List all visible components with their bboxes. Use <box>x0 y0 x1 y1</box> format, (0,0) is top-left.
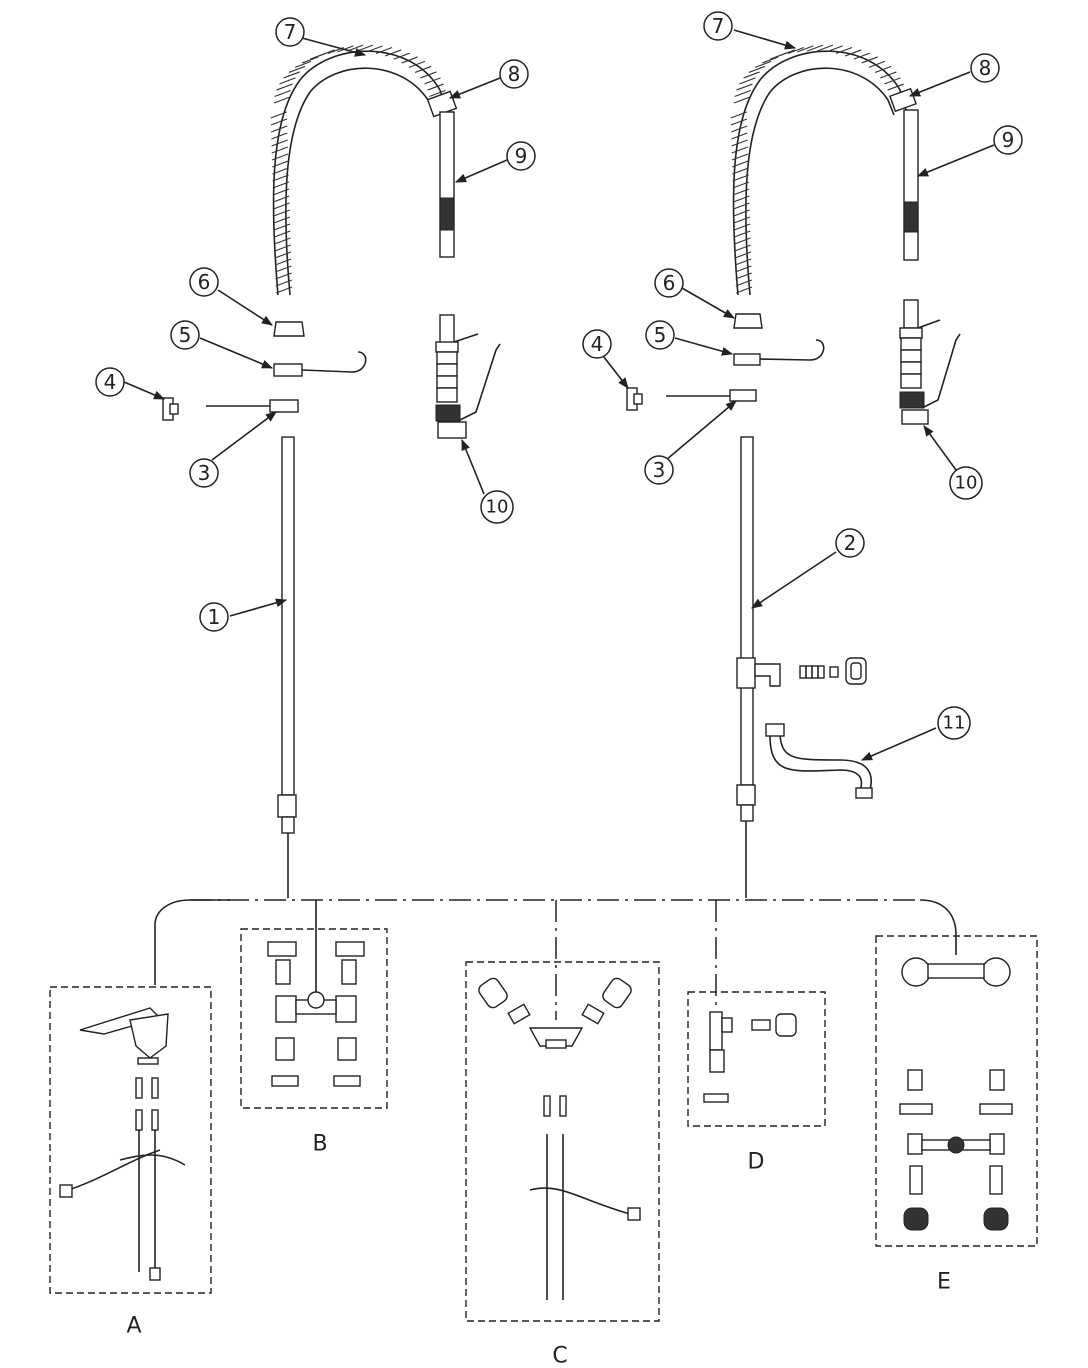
tap-cartridge-right <box>799 657 867 685</box>
clip-5-right <box>733 353 761 366</box>
option-box-c <box>465 961 660 1322</box>
callout-leaders <box>123 29 995 761</box>
svg-text:10: 10 <box>955 473 978 494</box>
nut-6-left <box>273 321 305 337</box>
callout-10-left: 10 <box>480 490 514 524</box>
callout-3-right: 3 <box>644 455 674 485</box>
callout-5-left: 5 <box>170 320 200 350</box>
callout-8-left: 8 <box>499 59 529 89</box>
callout-11: 11 <box>937 706 971 740</box>
spray-valve-left <box>435 314 501 439</box>
callout-7-right: 7 <box>703 11 733 41</box>
left-assembly <box>162 44 501 898</box>
callout-1: 1 <box>199 602 229 632</box>
callout-7-left: 7 <box>275 17 305 47</box>
callout-4-right: 4 <box>582 329 612 359</box>
svg-text:8: 8 <box>979 56 992 80</box>
svg-text:1: 1 <box>208 605 221 629</box>
option-label-d: D <box>748 1150 765 1175</box>
svg-text:10: 10 <box>486 497 509 518</box>
callout-2: 2 <box>835 528 865 558</box>
option-box-a <box>49 986 212 1294</box>
option-box-e <box>875 935 1038 1247</box>
svg-text:5: 5 <box>179 323 192 347</box>
spout-tube-left <box>439 111 455 258</box>
option-label-e: E <box>937 1270 951 1295</box>
spray-valve-right <box>899 299 961 425</box>
callout-9-left: 9 <box>506 141 536 171</box>
svg-text:2: 2 <box>844 531 857 555</box>
clip-3-right <box>729 389 757 402</box>
callout-10-right: 10 <box>949 466 983 500</box>
svg-text:6: 6 <box>198 270 211 294</box>
svg-text:7: 7 <box>712 14 725 38</box>
spring-coil-left <box>270 44 447 296</box>
tee-fitting <box>736 657 756 689</box>
spout-grip-left <box>439 197 455 231</box>
svg-text:11: 11 <box>943 713 966 734</box>
spring-coil-right <box>730 44 907 296</box>
svg-text:3: 3 <box>198 461 211 485</box>
column-1 <box>281 436 295 796</box>
svg-text:9: 9 <box>515 144 528 168</box>
column-2 <box>740 436 754 786</box>
option-box-b <box>240 928 388 1109</box>
callout-4-left: 4 <box>95 367 125 397</box>
option-label-b: B <box>312 1132 327 1157</box>
svg-text:6: 6 <box>663 271 676 295</box>
callout-5-right: 5 <box>645 320 675 350</box>
spout-tube-right <box>903 109 919 261</box>
callout-6-right: 6 <box>654 268 684 298</box>
callout-8-right: 8 <box>970 53 1000 83</box>
option-box-d <box>687 991 826 1127</box>
spout-grip-right <box>903 201 919 233</box>
svg-text:4: 4 <box>104 370 117 394</box>
right-assembly <box>626 44 961 898</box>
svg-text:5: 5 <box>654 323 667 347</box>
nut-6-right <box>733 313 763 329</box>
callout-6-left: 6 <box>189 267 219 297</box>
svg-text:7: 7 <box>284 20 297 44</box>
swivel-spout-11 <box>765 723 873 799</box>
clip-3-left <box>269 399 299 413</box>
connector-lines <box>154 899 957 1020</box>
option-label-a: A <box>126 1314 141 1339</box>
svg-text:8: 8 <box>508 62 521 86</box>
callout-9-right: 9 <box>993 125 1023 155</box>
svg-text:4: 4 <box>591 332 604 356</box>
callout-3-left: 3 <box>189 458 219 488</box>
svg-text:9: 9 <box>1002 128 1015 152</box>
clip-5-left <box>273 363 303 377</box>
spring-collar-right <box>889 87 917 113</box>
option-label-c: C <box>552 1344 567 1368</box>
svg-text:3: 3 <box>653 458 666 482</box>
